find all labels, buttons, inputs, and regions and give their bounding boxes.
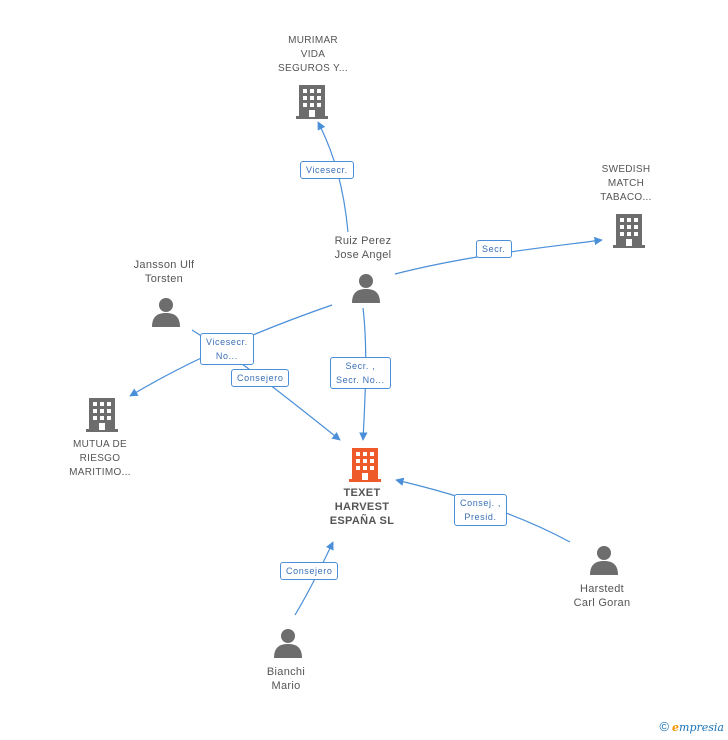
person-icon — [274, 629, 302, 658]
building-icon — [613, 214, 645, 248]
brand-logo-text: mpresia — [679, 721, 724, 734]
node-ruiz-perez[interactable]: Ruiz Perez Jose Angel — [334, 235, 392, 261]
node-bianchi[interactable]: Bianchi Mario — [266, 666, 306, 692]
edge-label-secr-texet: Secr. , Secr. No... — [330, 357, 391, 389]
node-murimar[interactable]: MURIMAR VIDA SEGUROS Y... — [278, 35, 348, 74]
edge-label-vicesecr-mutua: Vicesecr. No... — [200, 333, 254, 365]
building-icon — [86, 398, 118, 432]
node-swedish-match[interactable]: SWEDISH MATCH TABACO... — [600, 164, 652, 203]
node-harstedt[interactable]: Harstedt Carl Goran — [573, 583, 631, 609]
node-texet-harvest[interactable]: TEXET HARVEST ESPAÑA SL — [329, 487, 395, 527]
edge-label-consejero-jansson: Consejero — [231, 369, 290, 387]
edge-label-vicesecr-murimar: Vicesecr. — [300, 161, 354, 179]
footer-brand: ©empresia — [659, 719, 724, 734]
edge-label-consejero-bianchi: Consejero — [280, 562, 339, 580]
node-mutua[interactable]: MUTUA DE RIESGO MARITIMO... — [69, 439, 131, 478]
brand-logo-e: e — [672, 721, 680, 734]
person-icon — [590, 546, 618, 575]
person-icon — [152, 298, 180, 327]
node-jansson[interactable]: Jansson Ulf Torsten — [133, 259, 195, 285]
building-icon — [296, 85, 328, 119]
copyright-symbol: © — [659, 719, 670, 734]
edge-label-consej-presid: Consej. , Presid. — [454, 494, 507, 526]
building-icon — [349, 448, 381, 482]
person-icon — [352, 274, 380, 303]
edge-label-secr-swedish: Secr. — [476, 240, 512, 258]
